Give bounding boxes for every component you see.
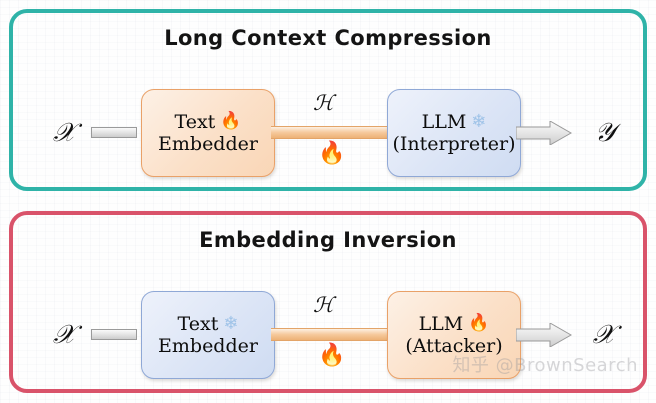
panel-title-bottom: Embedding Inversion — [199, 228, 457, 252]
hidden-state-wire-bottom — [271, 328, 393, 341]
block-label-line1: Text 🔥 — [175, 111, 242, 133]
fire-icon-hidden-state-top: 🔥 — [318, 141, 346, 166]
block-text-embedder-subtitle: Embedder — [158, 133, 258, 155]
block-text-embedder-bottom[interactable]: Text ❄ Embedder — [141, 291, 275, 379]
panel-long-context-compression: Long Context Compression 𝒳 Text 🔥 Embedd… — [9, 9, 647, 191]
block-llm-subtitle: (Interpreter) — [392, 133, 516, 155]
block-label-line1: LLM ❄ — [422, 111, 487, 133]
input-symbol-top: 𝒳 — [53, 118, 76, 148]
block-text-embedder-title: Text — [177, 312, 219, 335]
hidden-state-wire-top — [271, 126, 393, 139]
snowflake-icon: ❄ — [471, 110, 487, 132]
block-text-embedder-subtitle: Embedder — [158, 335, 258, 357]
block-llm-interpreter-top[interactable]: LLM ❄ (Interpreter) — [387, 89, 521, 177]
block-llm-title: LLM — [418, 312, 464, 335]
block-text-embedder-top[interactable]: Text 🔥 Embedder — [141, 89, 275, 177]
fire-icon: 🔥 — [468, 313, 490, 334]
output-symbol-top: 𝒴 — [594, 118, 615, 148]
watermark: 知乎 @BrownSearch — [452, 355, 638, 376]
block-text-embedder-title: Text — [174, 110, 216, 133]
panel-embedding-inversion: Embedding Inversion 𝒳 Text ❄ Embedder ℋ … — [9, 211, 647, 393]
block-label-line1: Text ❄ — [178, 313, 239, 335]
snowflake-icon: ❄ — [223, 312, 239, 334]
panel-title-top: Long Context Compression — [164, 26, 492, 50]
input-symbol-bottom: 𝒳 — [53, 320, 76, 350]
input-wire-top — [91, 127, 137, 138]
flow-row-top: 𝒳 Text 🔥 Embedder ℋ 🔥 LLM ❄ (Inte — [13, 71, 643, 187]
fire-icon-hidden-state-bottom: 🔥 — [318, 343, 346, 368]
block-llm-subtitle: (Attacker) — [405, 335, 503, 357]
output-symbol-bottom: 𝒳 — [592, 320, 615, 350]
hidden-state-symbol-bottom: ℋ — [313, 293, 334, 317]
block-llm-title: LLM — [421, 110, 467, 133]
block-llm-attacker-bottom[interactable]: LLM 🔥 (Attacker) — [387, 291, 521, 379]
fire-icon: 🔥 — [220, 111, 242, 132]
output-arrow-top — [516, 121, 572, 145]
block-label-line1: LLM 🔥 — [419, 313, 490, 335]
output-arrow-bottom — [516, 323, 572, 347]
hidden-state-symbol-top: ℋ — [313, 91, 334, 115]
input-wire-bottom — [91, 329, 137, 340]
flow-row-bottom: 𝒳 Text ❄ Embedder ℋ 🔥 LLM 🔥 (Atta — [13, 273, 643, 389]
